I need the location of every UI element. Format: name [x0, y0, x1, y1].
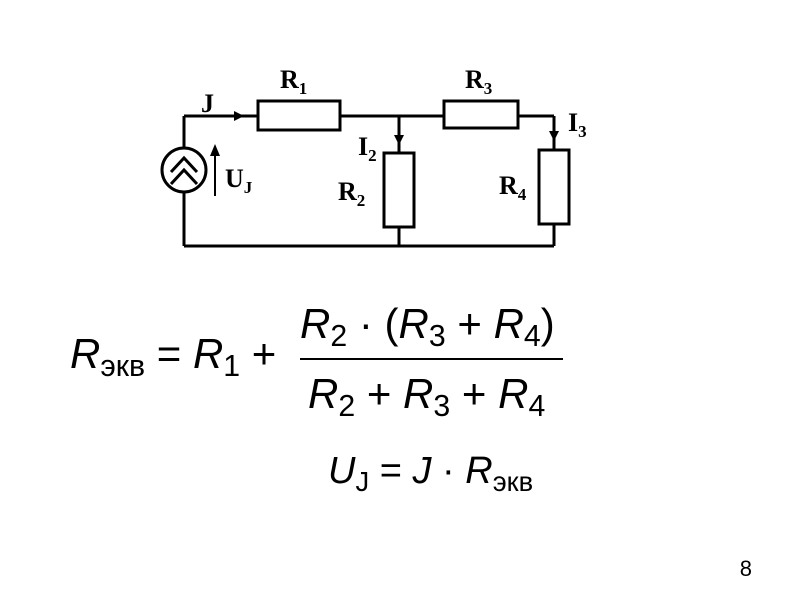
- label-r3: R3: [465, 65, 492, 98]
- resistor-r4: [537, 148, 571, 226]
- label-r4: R4: [499, 171, 527, 204]
- current-j-arrow-icon: [234, 111, 244, 121]
- current-i2-arrow-icon: [394, 135, 404, 145]
- source-chevron-lower: [169, 167, 199, 186]
- label-r2: R2: [338, 177, 365, 210]
- formula-numerator: R2 · (R3 + R4): [300, 300, 555, 354]
- fraction-bar: [300, 358, 563, 360]
- resistor-r3: [442, 99, 520, 130]
- label-r1: R1: [280, 65, 307, 98]
- label-j: J: [201, 89, 214, 118]
- page-number: 8: [739, 556, 752, 581]
- label-i2: I2: [358, 132, 377, 165]
- label-uj: UJ: [225, 164, 253, 197]
- formula-denominator: R2 + R3 + R4: [308, 370, 546, 424]
- formula-source-voltage: UJ = J · Rэкв: [328, 450, 534, 497]
- current-i3-arrow-icon: [549, 131, 559, 141]
- voltage-arrow-head: [210, 144, 220, 156]
- formula-equivalent-resistance-lhs: Rэкв = R1 +: [70, 330, 277, 384]
- resistor-r2: [382, 151, 416, 229]
- source-chevron-upper: [169, 155, 199, 174]
- resistor-r1: [256, 99, 342, 132]
- label-i3: I3: [568, 108, 587, 141]
